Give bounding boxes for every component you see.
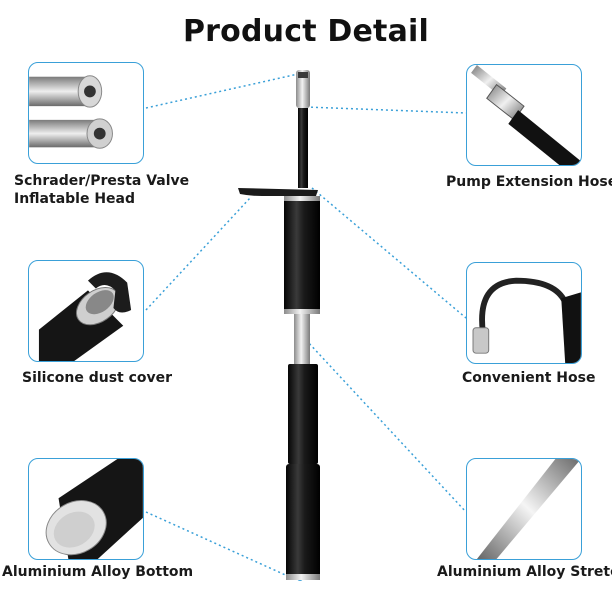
caption-valve-head-line1: Schrader/Presta Valve (14, 173, 190, 189)
caption-convenient-hose: Convenient Hose (462, 370, 596, 386)
caption-extension-hose: Pump Extension Hose (446, 174, 612, 190)
pump-bottom-body (286, 464, 320, 580)
dust-cover-icon (38, 272, 132, 361)
feature-valve-head (28, 62, 144, 164)
feature-alloy-stretch (466, 458, 582, 560)
pump-lower-body (288, 364, 318, 464)
alloy-stretch-icon (476, 459, 581, 559)
extension-hose-icon (471, 65, 581, 165)
pump-handle-tab (238, 188, 318, 196)
feature-convenient-hose (466, 262, 582, 364)
caption-alloy-bottom: Aluminium Alloy Bottom (2, 564, 194, 580)
caption-alloy-stretch: Aluminium Alloy Stretch (437, 564, 612, 580)
feature-alloy-bottom (28, 458, 144, 560)
caption-valve-head-line2: Inflatable Head (14, 191, 136, 207)
pump-hose (298, 108, 308, 188)
feature-dust-cover (28, 260, 144, 362)
feature-extension-hose (466, 64, 582, 166)
valve-head-icon (29, 75, 113, 149)
pump-upper-body (284, 196, 320, 314)
hose-icon (472, 277, 581, 363)
pump-valve-head (296, 70, 310, 108)
alloy-bottom-icon (45, 459, 143, 559)
page-title: Product Detail (183, 14, 429, 49)
pump-metal-rod (294, 314, 310, 364)
caption-dust-cover: Silicone dust cover (22, 370, 173, 386)
